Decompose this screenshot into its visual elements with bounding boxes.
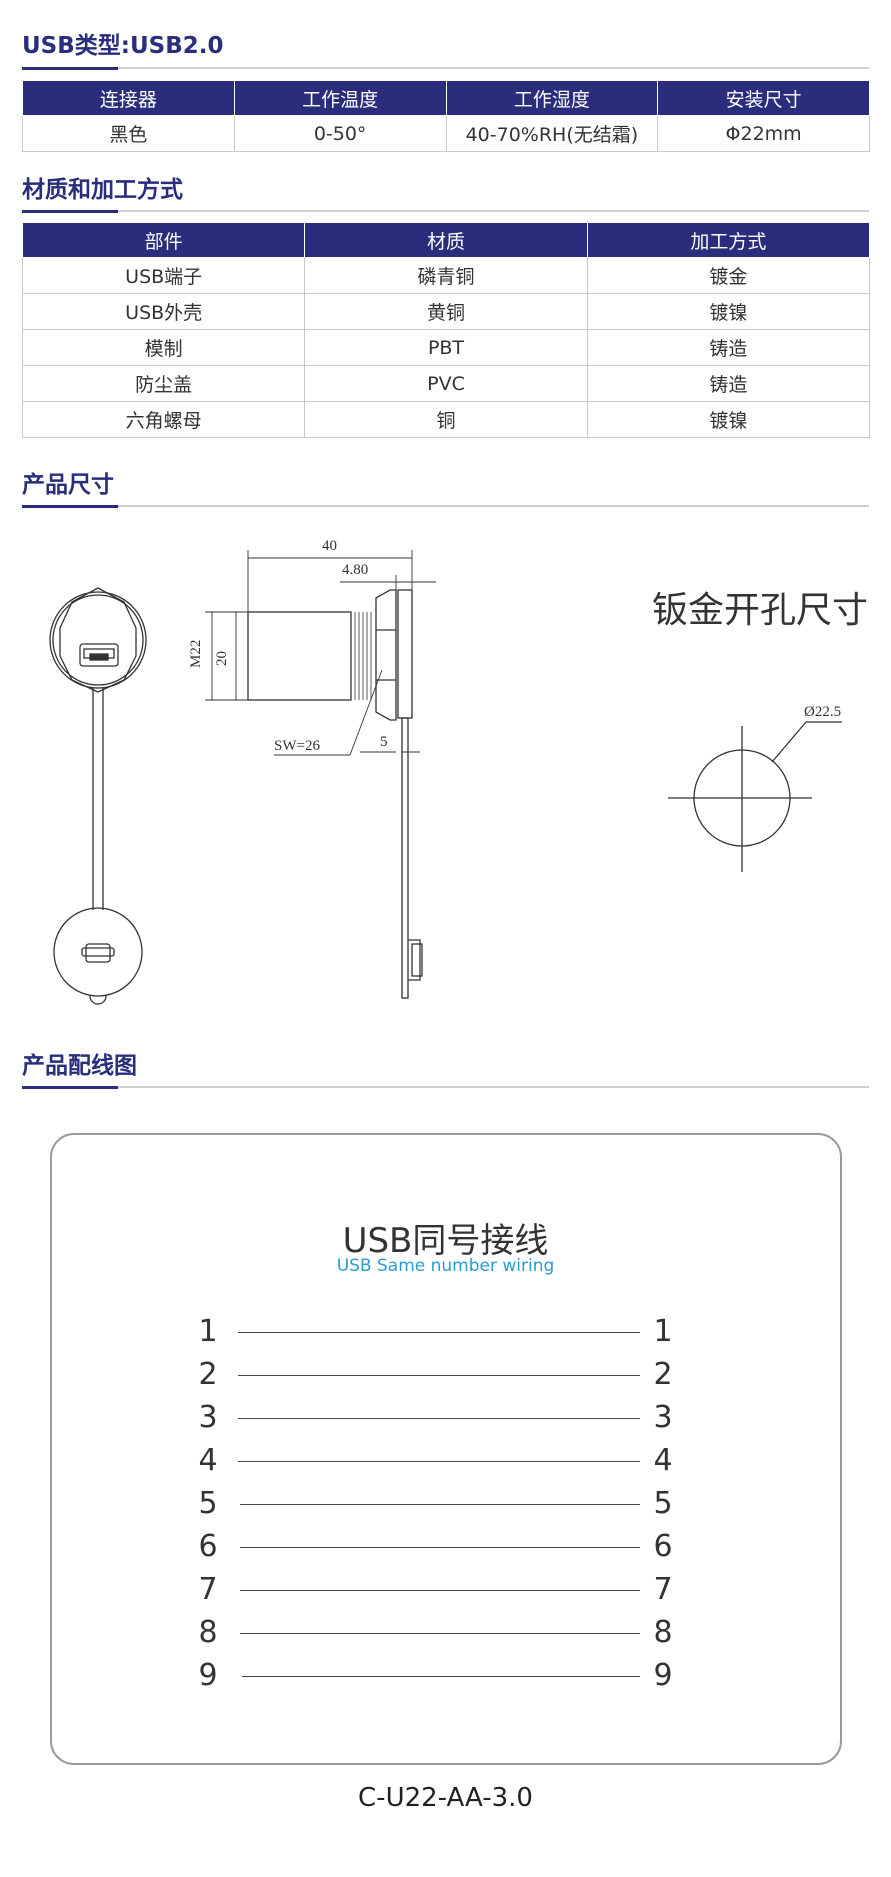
table-cell: 模制	[21, 329, 306, 366]
table-cell: 防尘盖	[21, 365, 306, 402]
pin-left: 6	[198, 1529, 218, 1564]
table-row: 防尘盖 PVC 铸造	[21, 365, 871, 402]
pin-right: 1	[653, 1314, 673, 1349]
pin-left: 3	[198, 1400, 218, 1435]
pin-right: 7	[653, 1572, 673, 1607]
table-cell: USB端子	[21, 257, 306, 294]
table-cell: USB外壳	[21, 293, 306, 330]
wire-line	[240, 1590, 640, 1591]
section-title-materials: 材质和加工方式	[22, 177, 183, 203]
table-cell: 黄铜	[304, 293, 588, 330]
section-title-dimensions: 产品尺寸	[22, 472, 114, 498]
spec-table-header: 连接器 工作温度 工作湿度 安装尺寸	[22, 80, 870, 116]
dim-480-label: 4.80	[342, 562, 368, 578]
table-cell: 镀镍	[586, 293, 871, 330]
dimension-drawing: 40 4.80 M22 20 SW=26 5 Ø22.5 钣金开孔尺寸	[49, 538, 868, 1005]
dim-20-label: 20	[214, 651, 230, 666]
section-title-usb-type: USB类型:USB2.0	[22, 33, 224, 59]
table-cell: 磷青铜	[304, 257, 588, 294]
wire-line	[240, 1504, 640, 1505]
material-table-header: 部件 材质 加工方式	[21, 222, 871, 258]
spec-table: 连接器 工作温度 工作湿度 安装尺寸 黑色 0-50° 40-70%RH(无结霜…	[22, 80, 870, 152]
pin-right: 6	[653, 1529, 673, 1564]
pin-right: 5	[653, 1486, 673, 1521]
header-cell: 加工方式	[586, 222, 871, 258]
table-cell: 黑色	[22, 115, 235, 152]
table-row: USB端子 磷青铜 镀金	[21, 257, 871, 294]
table-cell: 铜	[304, 401, 588, 438]
table-cell: 铸造	[586, 365, 871, 402]
header-cell: 工作湿度	[445, 80, 659, 116]
wire-line	[240, 1547, 640, 1548]
table-cell: PVC	[304, 365, 588, 402]
section-divider	[22, 1086, 869, 1089]
table-row: 模制 PBT 铸造	[21, 329, 871, 366]
table-cell: Φ22mm	[657, 115, 870, 152]
dim-m22-label: M22	[188, 640, 204, 668]
wire-line	[238, 1418, 640, 1419]
table-cell: 0-50°	[233, 115, 447, 152]
panel-cutout-title: 钣金开孔尺寸	[652, 590, 868, 630]
wiring-title: USB同号接线	[342, 1221, 549, 1261]
model-number: C-U22-AA-3.0	[358, 1783, 533, 1813]
wire-line	[238, 1332, 640, 1333]
side-view-barrel	[247, 611, 352, 701]
pin-left: 4	[198, 1443, 218, 1478]
hole-diameter-label: Ø22.5	[804, 704, 841, 720]
table-row: 黑色 0-50° 40-70%RH(无结霜) Φ22mm	[22, 115, 870, 152]
table-cell: 镀金	[586, 257, 871, 294]
pin-left: 1	[198, 1314, 218, 1349]
section-title-wiring: 产品配线图	[22, 1053, 137, 1079]
pin-left: 2	[198, 1357, 218, 1392]
wire-line	[242, 1676, 640, 1677]
wire-line	[238, 1375, 640, 1376]
section-divider	[22, 210, 869, 213]
wiring-subtitle: USB Same number wiring	[336, 1256, 555, 1276]
table-cell: 40-70%RH(无结霜)	[445, 115, 659, 152]
header-cell: 材质	[304, 222, 588, 258]
pin-left: 5	[198, 1486, 218, 1521]
table-cell: 六角螺母	[21, 401, 306, 438]
header-cell: 工作温度	[233, 80, 447, 116]
dim-5-label: 5	[380, 734, 388, 750]
section-divider	[22, 67, 869, 70]
pin-right: 2	[653, 1357, 673, 1392]
pin-right: 3	[653, 1400, 673, 1435]
table-cell: PBT	[304, 329, 588, 366]
pin-left: 8	[198, 1615, 218, 1650]
header-cell: 部件	[21, 222, 306, 258]
dust-cap	[53, 907, 143, 997]
table-cell: 镀镍	[586, 401, 871, 438]
dim-40-label: 40	[322, 538, 337, 554]
pin-right: 4	[653, 1443, 673, 1478]
section-divider	[22, 505, 869, 508]
pin-right: 9	[653, 1658, 673, 1693]
pin-left: 7	[198, 1572, 218, 1607]
wire-line	[240, 1633, 640, 1634]
dim-sw-label: SW=26	[274, 738, 320, 754]
pin-right: 8	[653, 1615, 673, 1650]
header-cell: 安装尺寸	[657, 80, 870, 116]
material-table: 部件 材质 加工方式 USB端子 磷青铜 镀金 USB外壳 黄铜 镀镍 模制 P…	[21, 222, 871, 438]
wire-line	[238, 1461, 640, 1462]
table-cell: 铸造	[586, 329, 871, 366]
table-row: 六角螺母 铜 镀镍	[21, 401, 871, 438]
header-cell: 连接器	[22, 80, 235, 116]
wiring-diagram-box	[50, 1133, 842, 1765]
table-row: USB外壳 黄铜 镀镍	[21, 293, 871, 330]
hex-nut	[375, 589, 397, 721]
pin-left: 9	[198, 1658, 218, 1693]
